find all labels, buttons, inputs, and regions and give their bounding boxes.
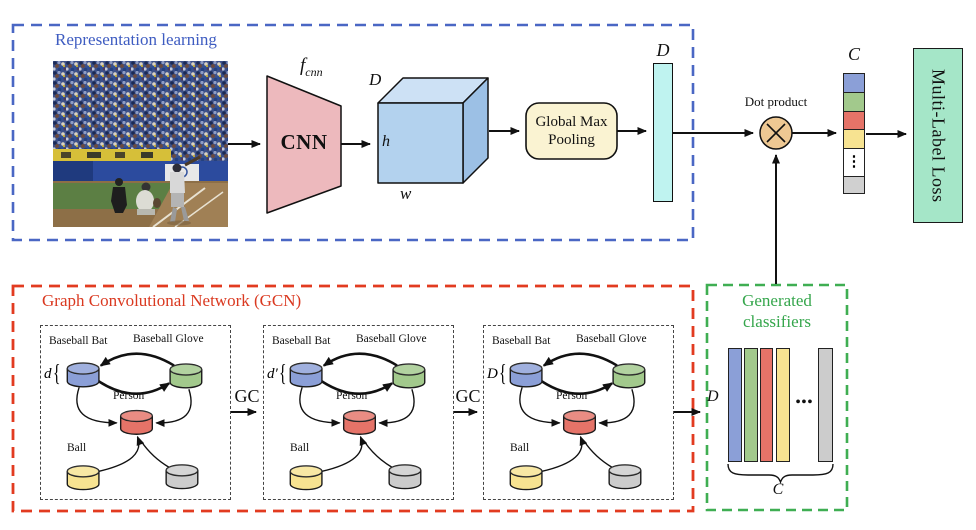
node-label-ball: Ball <box>290 442 310 454</box>
node-label-ball: Ball <box>510 442 530 454</box>
panel-dim-group: d { <box>44 362 62 386</box>
node-ball <box>66 465 100 491</box>
dim-brace-icon: { <box>498 361 507 387</box>
panel-dim-label: d <box>44 365 52 382</box>
gc-label-2: GC <box>455 386 481 406</box>
classifier-bar-yellow <box>776 348 790 462</box>
score-column: ⋮ <box>843 73 865 195</box>
graph-art <box>66 326 203 491</box>
batter-figure <box>170 172 185 193</box>
feature-cube <box>377 77 489 184</box>
node-person <box>342 409 376 435</box>
gcn-title: Graph Convolutional Network (GCN) <box>42 291 302 310</box>
node-ball <box>509 465 543 491</box>
gen-title-line1: Generated <box>742 291 812 310</box>
node-person <box>562 409 596 435</box>
panel-dim-group: D { <box>487 362 508 386</box>
classifier-bar-green <box>744 348 758 462</box>
cnn-label: CNN <box>280 130 328 154</box>
node-baseball-glove <box>169 363 203 389</box>
node-label-person: Person <box>556 390 588 402</box>
classifier-count-label: C <box>772 481 784 498</box>
node-label-baseball-glove: Baseball Glove <box>576 333 647 345</box>
representation-learning-title: Representation learning <box>55 30 217 49</box>
global-max-pooling-label: Global Max Pooling <box>526 103 617 159</box>
node-baseball-glove <box>612 363 646 389</box>
multi-label-loss-box: Multi-Label Loss <box>913 48 963 223</box>
gc-label-1: GC <box>234 386 260 406</box>
classifier-count-brace <box>727 463 834 484</box>
feature-dim-label: D <box>656 40 670 60</box>
catcher-figure <box>136 190 154 212</box>
node-label-baseball-glove: Baseball Glove <box>356 333 427 345</box>
gcn-graph-panel-2: Baseball Bat Baseball Glove Person Ball … <box>263 325 454 500</box>
score-cell-red <box>843 110 865 131</box>
vertical-ellipsis-icon: ⋮ <box>846 154 862 171</box>
gcn-graph-panel-1: Baseball Bat Baseball Glove Person Ball … <box>40 325 231 500</box>
node-person <box>119 409 153 435</box>
panel-dim-label: D <box>487 365 498 382</box>
pooling-line2: Pooling <box>548 132 595 148</box>
node-baseball-bat <box>289 362 323 388</box>
score-dim-label: C <box>847 44 860 64</box>
node-other <box>165 464 199 490</box>
node-label-baseball-glove: Baseball Glove <box>133 333 204 345</box>
dot-product-node <box>759 116 793 150</box>
classifier-dim-label: D <box>707 388 719 405</box>
cube-depth-label: D <box>369 70 382 89</box>
pooling-line1: Global Max <box>535 113 608 130</box>
classifier-bar-blue <box>728 348 742 462</box>
panel-dim-label: d′ <box>267 365 278 382</box>
score-cell-gray <box>843 176 865 195</box>
score-cell-green <box>843 91 865 112</box>
node-label-baseball-bat: Baseball Bat <box>492 335 551 347</box>
node-baseball-bat <box>509 362 543 388</box>
node-label-baseball-bat: Baseball Bat <box>49 335 108 347</box>
panel-dim-group: d′ { <box>267 362 288 386</box>
dim-brace-icon: { <box>278 361 287 387</box>
graph-art <box>289 326 426 491</box>
score-cell-blue <box>843 73 865 93</box>
node-label-ball: Ball <box>67 442 87 454</box>
gcn-graph-panel-3: Baseball Bat Baseball Glove Person Ball … <box>483 325 674 500</box>
feature-vector-bar <box>653 63 673 202</box>
horizontal-ellipsis-icon: ••• <box>795 395 814 410</box>
fcnn-sub: cnn <box>305 64 323 79</box>
dot-product-label: Dot product <box>744 94 808 109</box>
score-cell-ellipsis: ⋮ <box>843 148 865 178</box>
node-baseball-glove <box>392 363 426 389</box>
node-other <box>388 464 422 490</box>
cube-width-label: w <box>400 184 412 203</box>
node-baseball-bat <box>66 362 100 388</box>
classifier-bar-red <box>760 348 773 462</box>
multi-label-loss-label: Multi-Label Loss <box>928 68 949 203</box>
dim-brace-icon: { <box>52 361 61 387</box>
fcnn-label: fcnn <box>300 55 323 80</box>
node-label-person: Person <box>336 390 368 402</box>
graph-art <box>509 326 646 491</box>
gen-title-line2: classifiers <box>743 312 811 332</box>
baseball-input-image <box>53 61 228 227</box>
crowd-area <box>53 61 228 161</box>
node-other <box>608 464 642 490</box>
node-label-person: Person <box>113 390 145 402</box>
generated-classifiers-title: Generated classifiers <box>707 290 847 333</box>
score-cell-yellow <box>843 129 865 150</box>
cube-height-label: h <box>382 133 390 150</box>
node-label-baseball-bat: Baseball Bat <box>272 335 331 347</box>
node-ball <box>289 465 323 491</box>
classifier-bar-gray <box>818 348 833 462</box>
